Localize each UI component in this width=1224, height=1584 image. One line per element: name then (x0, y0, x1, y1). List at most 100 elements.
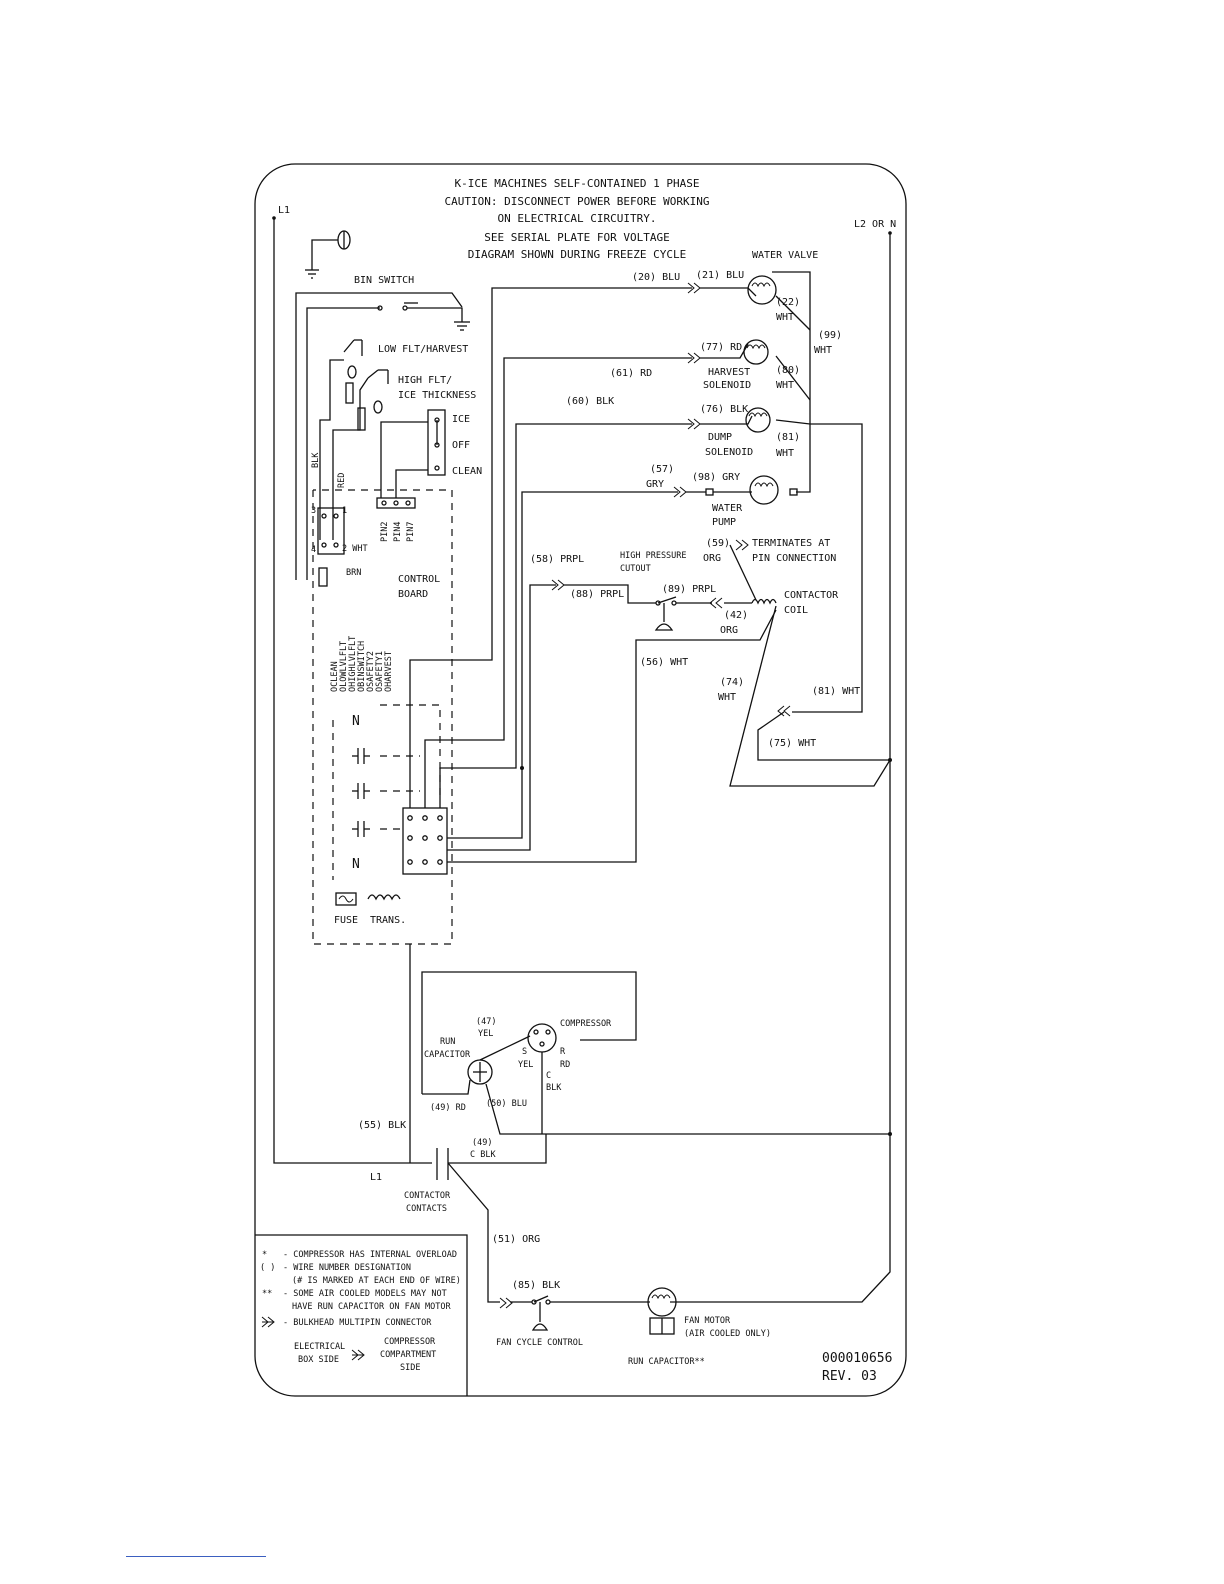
header-line-2: CAUTION: DISCONNECT POWER BEFORE WORKING (445, 195, 710, 208)
transformer-icon (367, 894, 401, 901)
brn-label: BRN (346, 568, 361, 578)
wire-49c-label-a: (49) (472, 1138, 492, 1148)
diagram-frame (254, 163, 907, 1397)
wire-42-label-b: ORG (720, 625, 738, 636)
compressor-label: COMPRESSOR (560, 1019, 612, 1029)
pin-safety2: OSAFETY2 (366, 651, 376, 692)
legend-compressor-1: COMPRESSOR (384, 1337, 436, 1347)
water-pump-label-1: WATER (712, 503, 743, 514)
wire-75-wht (757, 711, 890, 761)
legend-row-2b: (# IS MARKED AT EACH END OF WIRE) (292, 1276, 461, 1286)
contactor-coil-label-2: COIL (784, 605, 808, 616)
header-line-5: DIAGRAM SHOWN DURING FREEZE CYCLE (468, 248, 687, 261)
wire-61-label: (61) RD (610, 368, 652, 379)
l1-wire (273, 218, 432, 1164)
high-pressure-label-1: HIGH PRESSURE (620, 551, 687, 561)
wire-59-label-a: (59) (706, 538, 730, 549)
wire-59-label-b: ORG (703, 553, 721, 564)
low-float-switch (319, 339, 363, 540)
wire-80-wht (775, 355, 811, 401)
wire-75-label: (75) WHT (768, 738, 816, 749)
wire-89-label: (89) PRPL (662, 584, 716, 595)
wht-connector (789, 488, 798, 496)
dump-solenoid-coil (745, 407, 771, 433)
terminal-3: 3 (311, 506, 316, 516)
comp-blk-label: BLK (546, 1083, 562, 1093)
wire-57-label-b: GRY (646, 479, 664, 490)
harvest-solenoid-label-1: HARVEST (708, 367, 750, 378)
wire-76-blk (700, 415, 753, 425)
wire-49-rd-label: (49) RD (430, 1103, 466, 1113)
wire-50-blu (485, 1083, 890, 1135)
fan-run-capacitor-label: RUN CAPACITOR** (628, 1357, 705, 1367)
legend: * - COMPRESSOR HAS INTERNAL OVERLOAD ( )… (260, 1250, 461, 1373)
wire-22-label-b: WHT (776, 312, 794, 323)
legend-electrical-1: ELECTRICAL (294, 1342, 345, 1352)
dump-solenoid-label-1: DUMP (708, 432, 732, 443)
water-pump-motor (749, 475, 779, 505)
high-float-switch (332, 369, 389, 540)
dump-solenoid-label-2: SOLENOID (705, 447, 753, 458)
legend-electrical-2: BOX SIDE (298, 1355, 339, 1365)
legend-connector-icon (351, 1349, 365, 1361)
fan-motor-label-1: FAN MOTOR (684, 1316, 731, 1326)
wire-99-label-b: WHT (814, 345, 832, 356)
wire-88-label: (88) PRPL (570, 589, 624, 600)
l1-bottom-label: L1 (370, 1172, 382, 1183)
fuse-icon (335, 892, 357, 906)
terminal-block (317, 507, 345, 555)
pin7-label: PIN7 (406, 522, 416, 542)
wire-50-label: (50) BLU (486, 1099, 527, 1109)
wire-57-gry (447, 491, 678, 839)
wire-81-right-label: (81) WHT (812, 686, 860, 697)
svg-text:N: N (352, 857, 360, 872)
two-wht-label: 2 WHT (342, 544, 368, 554)
l2-label: L2 OR N (854, 219, 896, 230)
drawing-number: 000010656 (822, 1351, 892, 1366)
pin-binswitch: OBINSWITCH (357, 641, 367, 692)
contactor-coil-label-1: CONTACTOR (784, 590, 839, 601)
low-flt-label: LOW FLT/HARVEST (378, 344, 468, 355)
bin-switch-label: BIN SWITCH (354, 275, 414, 286)
harvest-solenoid-coil (743, 339, 769, 365)
wire-74-wht (729, 605, 891, 787)
wire-99-wht (772, 271, 811, 493)
wire-47-label-a: (47) (476, 1017, 496, 1027)
pin-safety1: OSAFETY1 (375, 651, 385, 692)
pin4-label: PIN4 (393, 522, 403, 542)
pin-harvest: OHARVEST (384, 651, 394, 692)
wire-57-label-a: (57) (650, 464, 674, 475)
junction-57 (520, 766, 524, 770)
wire-22-wht (775, 295, 811, 331)
terminal-4: 4 (311, 545, 316, 555)
wire-59-org (729, 544, 757, 601)
footer-rule (126, 1556, 266, 1557)
wire-99-label-a: (99) (818, 330, 842, 341)
wire-76-label: (76) BLK (700, 404, 748, 415)
wire-47-yel (479, 1035, 531, 1061)
bulkhead-connector-icon (261, 1316, 275, 1328)
wire-56-label: (56) WHT (640, 657, 688, 668)
wire-22-label-a: (22) (776, 297, 800, 308)
brn-connector (318, 567, 328, 587)
bin-switch (295, 292, 470, 580)
high-flt-label-1: HIGH FLT/ (398, 375, 452, 386)
wire-21-label: (21) BLU (696, 270, 744, 281)
pin-connector (376, 497, 416, 509)
l1-label: L1 (278, 205, 290, 216)
l2-wire (670, 233, 891, 1303)
legend-sym-1: * (262, 1250, 267, 1260)
board-pin-labels: OCLEAN OLOWLVLFLT OHIGHLVLFLT OBINSWITCH… (330, 636, 394, 692)
comp-rd-label: RD (560, 1060, 570, 1070)
wire-98-label: (98) GRY (692, 472, 740, 483)
blk-label: BLK (311, 452, 321, 468)
wire-85-label: (85) BLK (512, 1280, 560, 1291)
svg-text:N: N (352, 714, 360, 729)
compressor-icon (527, 1023, 557, 1134)
comp-c-label: C (546, 1071, 551, 1081)
control-board-label-1: CONTROL (398, 574, 440, 585)
wire-42-label-a: (42) (724, 610, 748, 621)
wire-20-blu (409, 287, 692, 808)
high-pressure-cutout (564, 584, 712, 631)
pin-highlvlflt: OHIGHLVLFLT (348, 636, 358, 692)
